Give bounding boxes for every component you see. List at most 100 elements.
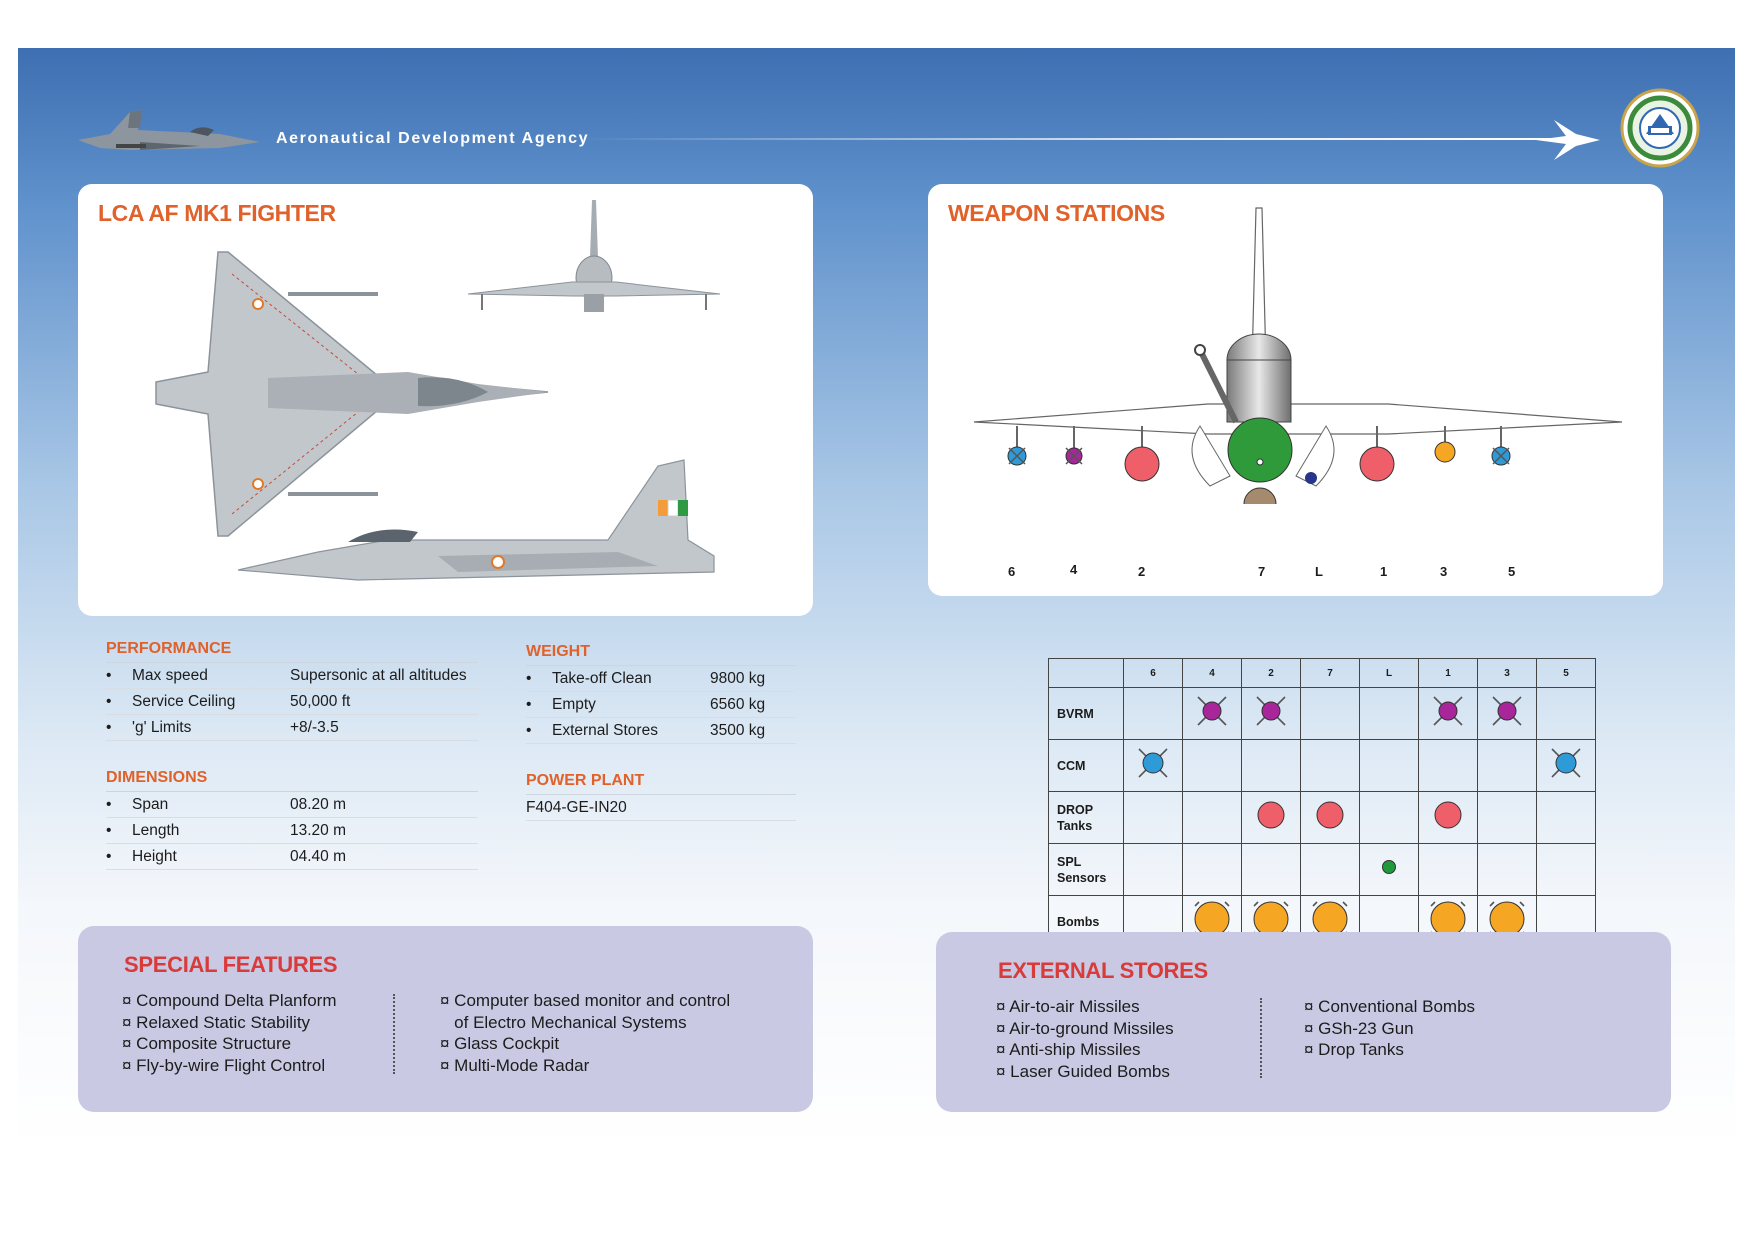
bvrm-store-icon bbox=[1433, 696, 1463, 726]
spec-label: 'g' Limits bbox=[132, 718, 192, 736]
spec-value: 13.20 m bbox=[290, 821, 347, 839]
list-item: ¤ Laser Guided Bombs bbox=[996, 1061, 1170, 1081]
station-labels: 6 4 2 7 L 1 3 5 bbox=[928, 562, 1663, 584]
column-header: 2 bbox=[1241, 658, 1301, 688]
weapon-stations-card: WEAPON STATIONS bbox=[928, 184, 1663, 596]
spec-value: +8/-3.5 bbox=[290, 718, 339, 736]
bomb-store-icon bbox=[1489, 901, 1525, 937]
table-cell bbox=[1477, 739, 1537, 792]
station-label: 1 bbox=[1380, 564, 1388, 579]
spec-value: 04.40 m bbox=[290, 847, 347, 865]
agency-name: Aeronautical Development Agency bbox=[276, 130, 590, 147]
table-cell bbox=[1182, 791, 1242, 844]
column-header: L bbox=[1359, 658, 1419, 688]
station-label: L bbox=[1315, 564, 1323, 579]
table-cell bbox=[1536, 687, 1596, 740]
plan-view-illustration bbox=[155, 251, 549, 537]
table-cell bbox=[1241, 843, 1301, 896]
spec-label: Service Ceiling bbox=[132, 692, 236, 710]
station-label: 4 bbox=[1070, 562, 1078, 577]
ada-logo-icon bbox=[1620, 88, 1700, 168]
column-divider bbox=[393, 994, 395, 1074]
bvrm-store-icon bbox=[1197, 696, 1227, 726]
arrow-jet-icon bbox=[1536, 120, 1600, 160]
table-cell bbox=[1477, 843, 1537, 896]
weapon-stations-title: WEAPON STATIONS bbox=[948, 200, 1165, 226]
table-cell bbox=[1418, 739, 1478, 792]
table-row: SPL Sensors bbox=[1048, 843, 1596, 896]
power-plant-heading: POWER PLANT bbox=[526, 772, 796, 795]
table-cell bbox=[1300, 791, 1360, 844]
table-cell bbox=[1359, 843, 1419, 896]
table-cell bbox=[1418, 687, 1478, 740]
spec-label: Span bbox=[132, 795, 169, 813]
station-label: 5 bbox=[1508, 564, 1516, 579]
spec-row: •'g' Limits+8/-3.5 bbox=[106, 715, 478, 741]
table-cell bbox=[1477, 791, 1537, 844]
special-features-list-right: ¤ Computer based monitor and control of … bbox=[440, 990, 730, 1076]
external-stores-list-left: ¤ Air-to-air Missiles ¤ Air-to-ground Mi… bbox=[996, 996, 1174, 1082]
brochure-spread: Aeronautical Development Agency LCA AF M… bbox=[18, 48, 1735, 1148]
header-line bbox=[578, 138, 1578, 140]
performance-heading: PERFORMANCE bbox=[106, 640, 478, 663]
column-header: 1 bbox=[1418, 658, 1478, 688]
external-stores-list-right: ¤ Conventional Bombs ¤ GSh-23 Gun ¤ Drop… bbox=[1304, 996, 1475, 1061]
table-cell bbox=[1418, 895, 1478, 948]
list-item: ¤ Composite Structure bbox=[122, 1034, 292, 1053]
row-label: CCM bbox=[1048, 739, 1124, 792]
table-row: CCM bbox=[1048, 739, 1596, 792]
table-cell bbox=[1123, 843, 1183, 896]
table-cell bbox=[1241, 739, 1301, 792]
row-label: BVRM bbox=[1048, 687, 1124, 740]
external-stores-panel: EXTERNAL STORES ¤ Air-to-air Missiles ¤ … bbox=[936, 932, 1671, 1112]
tank-store-icon bbox=[1257, 801, 1285, 829]
station-label: 6 bbox=[1008, 564, 1016, 579]
table-cell bbox=[1241, 791, 1301, 844]
list-item: ¤ Drop Tanks bbox=[1304, 1040, 1404, 1059]
table-header-row: 6 4 2 7 L 1 3 5 bbox=[1048, 658, 1596, 688]
station-label: 2 bbox=[1138, 564, 1146, 579]
table-row: DROP Tanks bbox=[1048, 791, 1596, 844]
list-item: ¤ Anti-ship Missiles bbox=[996, 1040, 1141, 1059]
spec-label: Take-off Clean bbox=[552, 669, 652, 687]
special-features-panel: SPECIAL FEATURES ¤ Compound Delta Planfo… bbox=[78, 926, 813, 1112]
column-divider bbox=[1260, 998, 1262, 1078]
dimensions-heading: DIMENSIONS bbox=[106, 769, 478, 792]
table-cell bbox=[1123, 791, 1183, 844]
table-cell bbox=[1536, 791, 1596, 844]
list-item: ¤ Multi-Mode Radar bbox=[440, 1055, 590, 1075]
ccm-store-icon bbox=[1138, 748, 1168, 778]
table-cell bbox=[1359, 739, 1419, 792]
aircraft-title: LCA AF MK1 FIGHTER bbox=[98, 200, 336, 226]
list-item: ¤ Glass Cockpit bbox=[440, 1034, 560, 1053]
table-cell bbox=[1536, 843, 1596, 896]
station-label: 7 bbox=[1258, 564, 1266, 579]
list-item: ¤ Fly-by-wire Flight Control bbox=[122, 1055, 326, 1075]
spec-label: Height bbox=[132, 847, 177, 865]
table-corner-cell bbox=[1048, 658, 1124, 688]
row-label: DROP Tanks bbox=[1048, 791, 1124, 844]
spec-label: Empty bbox=[552, 695, 596, 713]
table-cell bbox=[1418, 791, 1478, 844]
tank-store-icon bbox=[1316, 801, 1344, 829]
row-label: SPL Sensors bbox=[1048, 843, 1124, 896]
table-cell bbox=[1536, 739, 1596, 792]
special-features-list-left: ¤ Compound Delta Planform ¤ Relaxed Stat… bbox=[122, 990, 337, 1076]
spec-label: Length bbox=[132, 821, 180, 839]
table-cell bbox=[1359, 791, 1419, 844]
spec-value: 08.20 m bbox=[290, 795, 347, 813]
table-cell bbox=[1123, 739, 1183, 792]
bomb-store-icon bbox=[1430, 901, 1466, 937]
list-item: ¤ GSh-23 Gun bbox=[1304, 1018, 1414, 1038]
spec-row: F404-GE-IN20 bbox=[526, 795, 796, 821]
bomb-store-icon bbox=[1194, 901, 1230, 937]
spec-value: 6560 kg bbox=[710, 695, 766, 713]
